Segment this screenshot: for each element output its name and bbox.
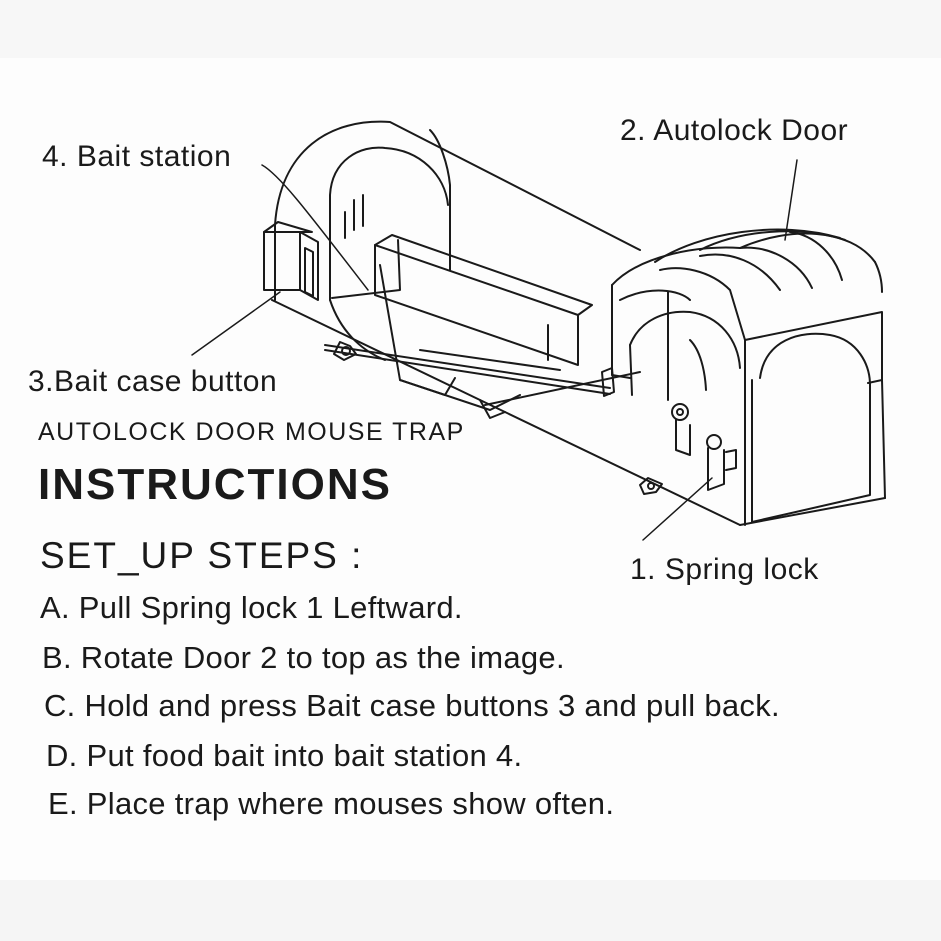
leader-lines <box>191 159 798 541</box>
leader-line-bait-case-button <box>191 291 281 356</box>
bait-case-button-block <box>263 221 319 301</box>
step-c: C. Hold and press Bait case buttons 3 an… <box>44 688 780 723</box>
instructions-heading: INSTRUCTIONS <box>38 460 392 509</box>
trap-body <box>271 120 886 526</box>
autolock-door <box>611 228 886 526</box>
setup-steps-heading: SET_UP STEPS : <box>40 535 364 576</box>
leader-line-autolock-door <box>784 159 798 241</box>
back-arch <box>329 146 449 361</box>
product-name: AUTOLOCK DOOR MOUSE TRAP <box>38 418 465 446</box>
spring-lock <box>601 367 737 495</box>
leader-line-bait-station <box>261 164 369 291</box>
scan-bottom-edge <box>0 880 941 941</box>
step-e: E. Place trap where mouses show often. <box>48 786 615 821</box>
step-d: D. Put food bait into bait station 4. <box>46 738 523 773</box>
bait-case <box>324 234 641 419</box>
step-a: A. Pull Spring lock 1 Leftward. <box>40 590 463 625</box>
bait-station-label: 4. Bait station <box>42 140 232 173</box>
autolock-door-label: 2. Autolock Door <box>620 114 849 147</box>
scan-top-edge <box>0 0 941 58</box>
spring-lock-label: 1. Spring lock <box>630 553 819 586</box>
leader-line-spring-lock <box>642 477 713 541</box>
bait-case-button-label: 3.Bait case button <box>28 365 278 398</box>
step-b: B. Rotate Door 2 to top as the image. <box>42 640 565 675</box>
